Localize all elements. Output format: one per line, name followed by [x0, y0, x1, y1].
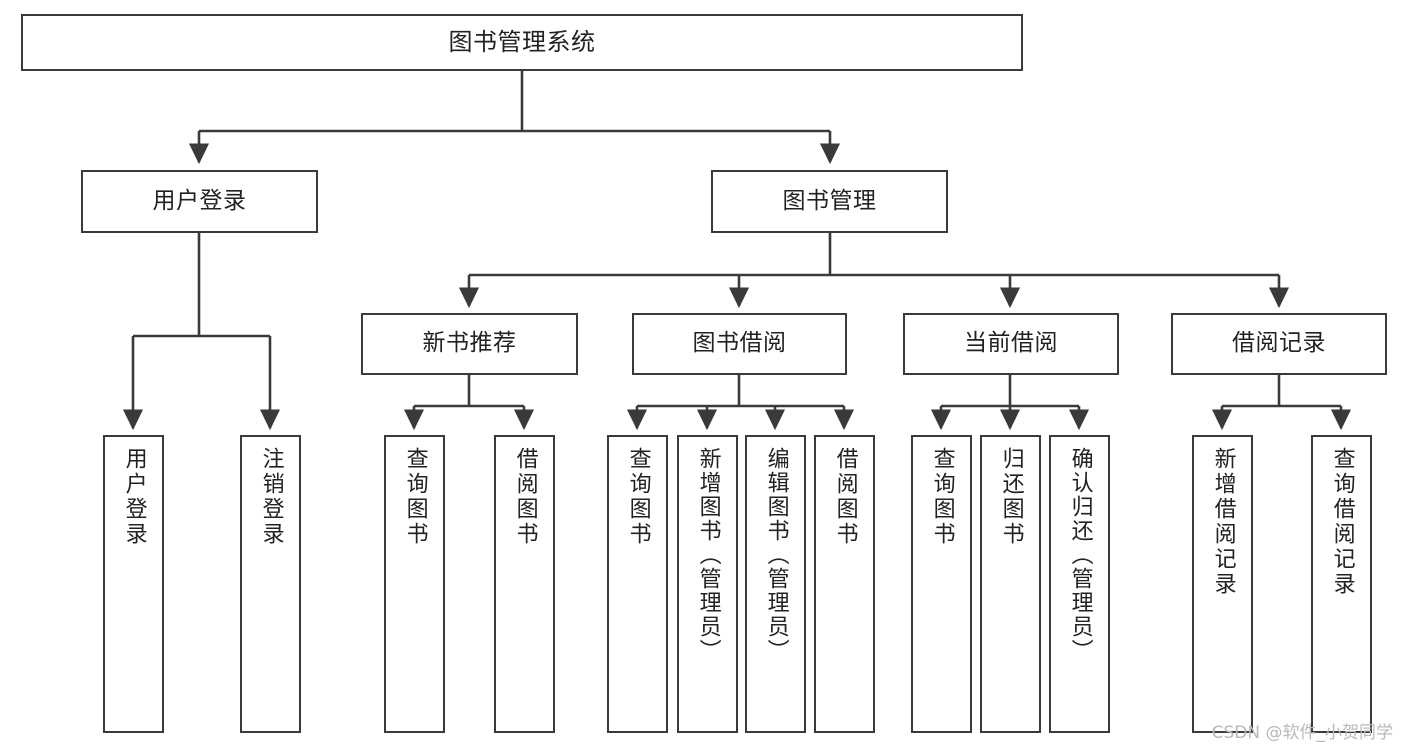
node-label: 新书推荐 — [422, 330, 517, 357]
leaf-add-borrow-record[interactable]: 新增借阅记录 — [1192, 435, 1253, 733]
leaf-query-book-current[interactable]: 查询图书 — [911, 435, 972, 733]
node-label: 查询借阅记录 — [1329, 447, 1355, 597]
node-current-borrow[interactable]: 当前借阅 — [903, 313, 1119, 375]
leaf-query-borrow-record[interactable]: 查询借阅记录 — [1311, 435, 1372, 733]
node-borrow-record[interactable]: 借阅记录 — [1171, 313, 1387, 375]
node-label: 查询图书 — [929, 447, 955, 547]
leaf-edit-book-admin[interactable]: 编辑图书（管理员） — [745, 435, 806, 733]
leaf-confirm-return-admin[interactable]: 确认归还（管理员） — [1049, 435, 1110, 733]
node-label: 新增图书（管理员） — [695, 447, 721, 663]
node-label: 图书借阅 — [692, 330, 787, 357]
node-label: 归还图书 — [998, 447, 1024, 547]
node-root-system[interactable]: 图书管理系统 — [21, 14, 1023, 71]
node-label: 查询图书 — [402, 447, 428, 547]
node-label: 编辑图书（管理员） — [763, 447, 789, 663]
node-book-borrow[interactable]: 图书借阅 — [632, 313, 847, 375]
node-label: 注销登录 — [258, 447, 284, 547]
node-user-login[interactable]: 用户登录 — [81, 170, 318, 233]
leaf-logout-login[interactable]: 注销登录 — [240, 435, 301, 733]
node-label: 借阅图书 — [512, 447, 538, 547]
node-book-management[interactable]: 图书管理 — [711, 170, 948, 233]
leaf-borrow-book[interactable]: 借阅图书 — [814, 435, 875, 733]
leaf-return-book[interactable]: 归还图书 — [980, 435, 1041, 733]
leaf-user-login[interactable]: 用户登录 — [103, 435, 164, 733]
node-new-book-recommendation[interactable]: 新书推荐 — [361, 313, 578, 375]
leaf-add-book-admin[interactable]: 新增图书（管理员） — [677, 435, 738, 733]
node-label: 用户登录 — [152, 187, 247, 214]
leaf-borrow-book-recommendation[interactable]: 借阅图书 — [494, 435, 555, 733]
node-label: 当前借阅 — [964, 330, 1058, 357]
node-label: 借阅记录 — [1232, 330, 1326, 357]
node-label: 查询图书 — [625, 447, 651, 547]
csdn-watermark: CSDN @软件_小贺同学 — [1211, 723, 1393, 743]
leaf-query-book-borrow[interactable]: 查询图书 — [607, 435, 668, 733]
node-label: 确认归还（管理员） — [1067, 447, 1093, 663]
node-label: 图书管理 — [782, 187, 877, 214]
leaf-query-book-recommendation[interactable]: 查询图书 — [384, 435, 445, 733]
node-label: 新增借阅记录 — [1210, 447, 1236, 597]
node-label: 借阅图书 — [832, 447, 858, 547]
node-label: 用户登录 — [121, 447, 147, 547]
node-label: 图书管理系统 — [448, 28, 596, 57]
